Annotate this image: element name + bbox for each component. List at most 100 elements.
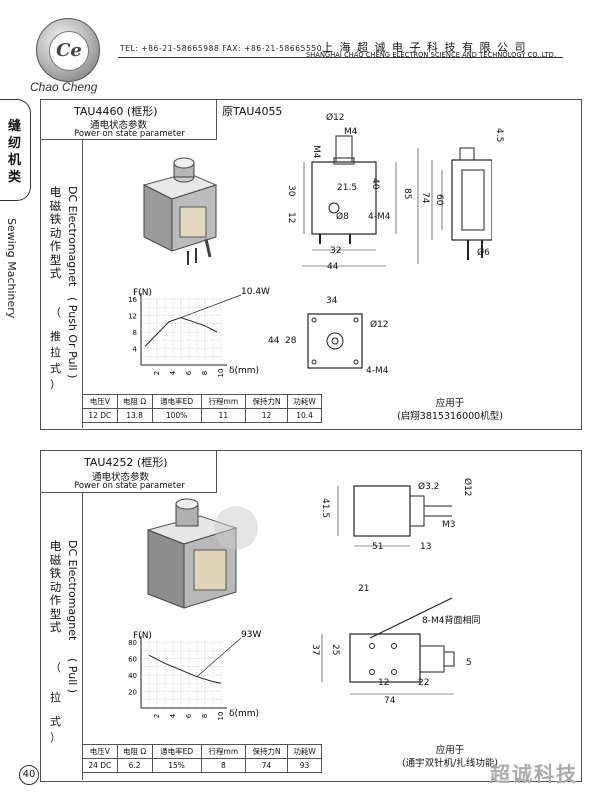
y-tick-label: 80 xyxy=(128,639,137,647)
product1-applied-label: 应用于 xyxy=(435,398,465,409)
x-tick-label: 2 xyxy=(153,714,161,718)
p1-dim-21-5: 21.5 xyxy=(337,183,358,193)
x-tick-label: 6 xyxy=(185,713,193,718)
p1-dim-74: 74 xyxy=(420,192,430,204)
table-header: 行程mm xyxy=(200,394,246,409)
table-cell: 15% xyxy=(151,758,202,773)
p2-dim-74: 74 xyxy=(384,696,396,706)
product2-photo xyxy=(146,498,258,609)
product2-spec-table: 电压V 电阻 Ω 通电率ED 行程mm 保持力N 功耗W 24 DC 6.2 1… xyxy=(82,744,322,773)
p2-dim-22: 22 xyxy=(418,678,430,688)
p2-dim-25: 25 xyxy=(330,644,340,656)
table-cell: 12 DC xyxy=(82,408,118,423)
p2-dim-5: 5 xyxy=(466,658,472,668)
table-cell: 10.4 xyxy=(287,408,322,423)
y-tick-label: 12 xyxy=(128,313,137,321)
product1-spec-table: 电压V 电阻 Ω 通电率ED 行程mm 保持力N 功耗W 12 DC 13.8 … xyxy=(82,394,322,423)
product1-type-cn: 电磁铁动作型式 xyxy=(49,185,62,280)
product2-panel xyxy=(40,450,582,782)
y-tick-label: 20 xyxy=(128,689,137,697)
y-axis-label: F(N) xyxy=(133,288,152,298)
watermark-logo: 超诚科技 xyxy=(490,762,578,786)
page-number: 40 xyxy=(19,765,39,785)
product2-applied-label: 应用于 xyxy=(435,745,465,756)
table-header: 通电率ED xyxy=(151,394,202,409)
p1-dim-44: 44 xyxy=(327,262,339,272)
x-axis-label: δ(mm) xyxy=(229,709,259,719)
x-tick-label: 10 xyxy=(217,369,225,378)
product1-original-model: 原TAU4055 xyxy=(222,105,283,118)
y-tick-label: 8 xyxy=(133,329,137,337)
product2-bottom-drawing xyxy=(321,597,455,695)
table-header: 保持力N xyxy=(244,744,289,759)
p1-dim-4-5: 4.5 xyxy=(494,128,504,143)
x-tick-label: 2 xyxy=(153,371,161,375)
p1-bottom-4-m4: 4-M4 xyxy=(366,366,389,376)
product2-action-en: ( Pull ) xyxy=(66,658,79,694)
product1-panel xyxy=(40,99,582,430)
product1-side-drawing xyxy=(417,147,492,264)
y-axis-label: F(N) xyxy=(133,631,152,641)
y-tick-label: 40 xyxy=(128,672,137,680)
p1-dim-m4: M4 xyxy=(344,127,358,137)
table-cell: 93 xyxy=(287,758,322,773)
p1-dim-d6: Ø6 xyxy=(477,248,490,258)
product2-param-cn: 通电状态参数 xyxy=(92,472,150,483)
product2-type-cn: 电磁铁动作型式 xyxy=(49,539,62,634)
y-tick-label: 4 xyxy=(133,346,138,354)
contact-line: TEL: +86-21-58665988 FAX: +86-21-5866555… xyxy=(120,44,323,53)
p2-dim-8-m4-back: 8-M4背面相同 xyxy=(422,616,481,626)
table-cell: 8 xyxy=(200,758,246,773)
product2-label-divider xyxy=(82,492,83,780)
logo-letters: Ce xyxy=(49,31,89,71)
p2-dim-m3: M3 xyxy=(442,520,456,530)
category-tab xyxy=(0,99,31,201)
p2-dim-41-5: 41.5 xyxy=(320,498,330,519)
product1-title-box xyxy=(40,99,217,140)
x-axis-label: δ(mm) xyxy=(229,366,259,376)
table-header: 功耗W xyxy=(287,744,322,759)
table-cell: 100% xyxy=(151,408,202,423)
table-header: 功耗W xyxy=(287,394,322,409)
table-cell: 11 xyxy=(200,408,246,423)
p1-bottom-44: 44 xyxy=(268,336,280,346)
p1-dim-30: 30 xyxy=(286,185,296,197)
x-tick-label: 8 xyxy=(201,714,209,718)
product1-label-divider xyxy=(82,139,83,428)
table-header: 电阻 Ω xyxy=(116,744,153,759)
p1-bottom-d12: Ø12 xyxy=(370,320,389,330)
product1-type-en: DC Electromagnet xyxy=(66,186,79,287)
p1-dim-60: 60 xyxy=(434,194,444,206)
table-cell: 12 xyxy=(244,408,289,423)
company-logo: Ce xyxy=(36,18,100,82)
product1-bottom-drawing xyxy=(307,313,363,369)
company-name-cn: 上海超诚电子科技有限公司 xyxy=(322,41,532,54)
product1-param-en: Power on state parameter xyxy=(74,129,185,139)
header-divider xyxy=(118,57,563,58)
power-annotation: 93W xyxy=(241,630,261,640)
company-name-en: SHANGHAI CHAO CHENG ELECTRON SCIENCE AND… xyxy=(306,51,557,59)
product2-applied-to: (通宇双针机/扎线功能) xyxy=(401,758,499,769)
product1-applied-to: (启翔3815316000机型) xyxy=(397,411,503,422)
p2-dim-21: 21 xyxy=(358,584,370,594)
category-cn: 缝纫机类 xyxy=(8,119,22,185)
x-tick-label: 4 xyxy=(169,713,177,718)
product1-photo xyxy=(142,157,218,265)
table-header: 保持力N xyxy=(244,394,289,409)
product2-param-en: Power on state parameter xyxy=(74,481,185,491)
p1-dim-12b: 12 xyxy=(286,212,296,224)
product1-action-cn: （ 推 拉 式 ） xyxy=(50,306,61,391)
p2-dim-51: 51 xyxy=(372,542,384,552)
product1-front-drawing xyxy=(302,135,397,267)
category-en: Sewing Machinery xyxy=(5,218,18,319)
p2-dim-13: 13 xyxy=(420,542,432,552)
x-tick-label: 6 xyxy=(185,370,193,375)
x-tick-label: 4 xyxy=(169,370,177,375)
product2-top-drawing xyxy=(337,485,452,547)
p1-dim-d8: Ø8 xyxy=(336,212,349,222)
y-tick-label: 60 xyxy=(128,656,137,664)
y-tick-label: 16 xyxy=(128,296,137,304)
p2-dim-12: 12 xyxy=(378,678,390,688)
product1-param-cn: 通电状态参数 xyxy=(90,120,148,131)
